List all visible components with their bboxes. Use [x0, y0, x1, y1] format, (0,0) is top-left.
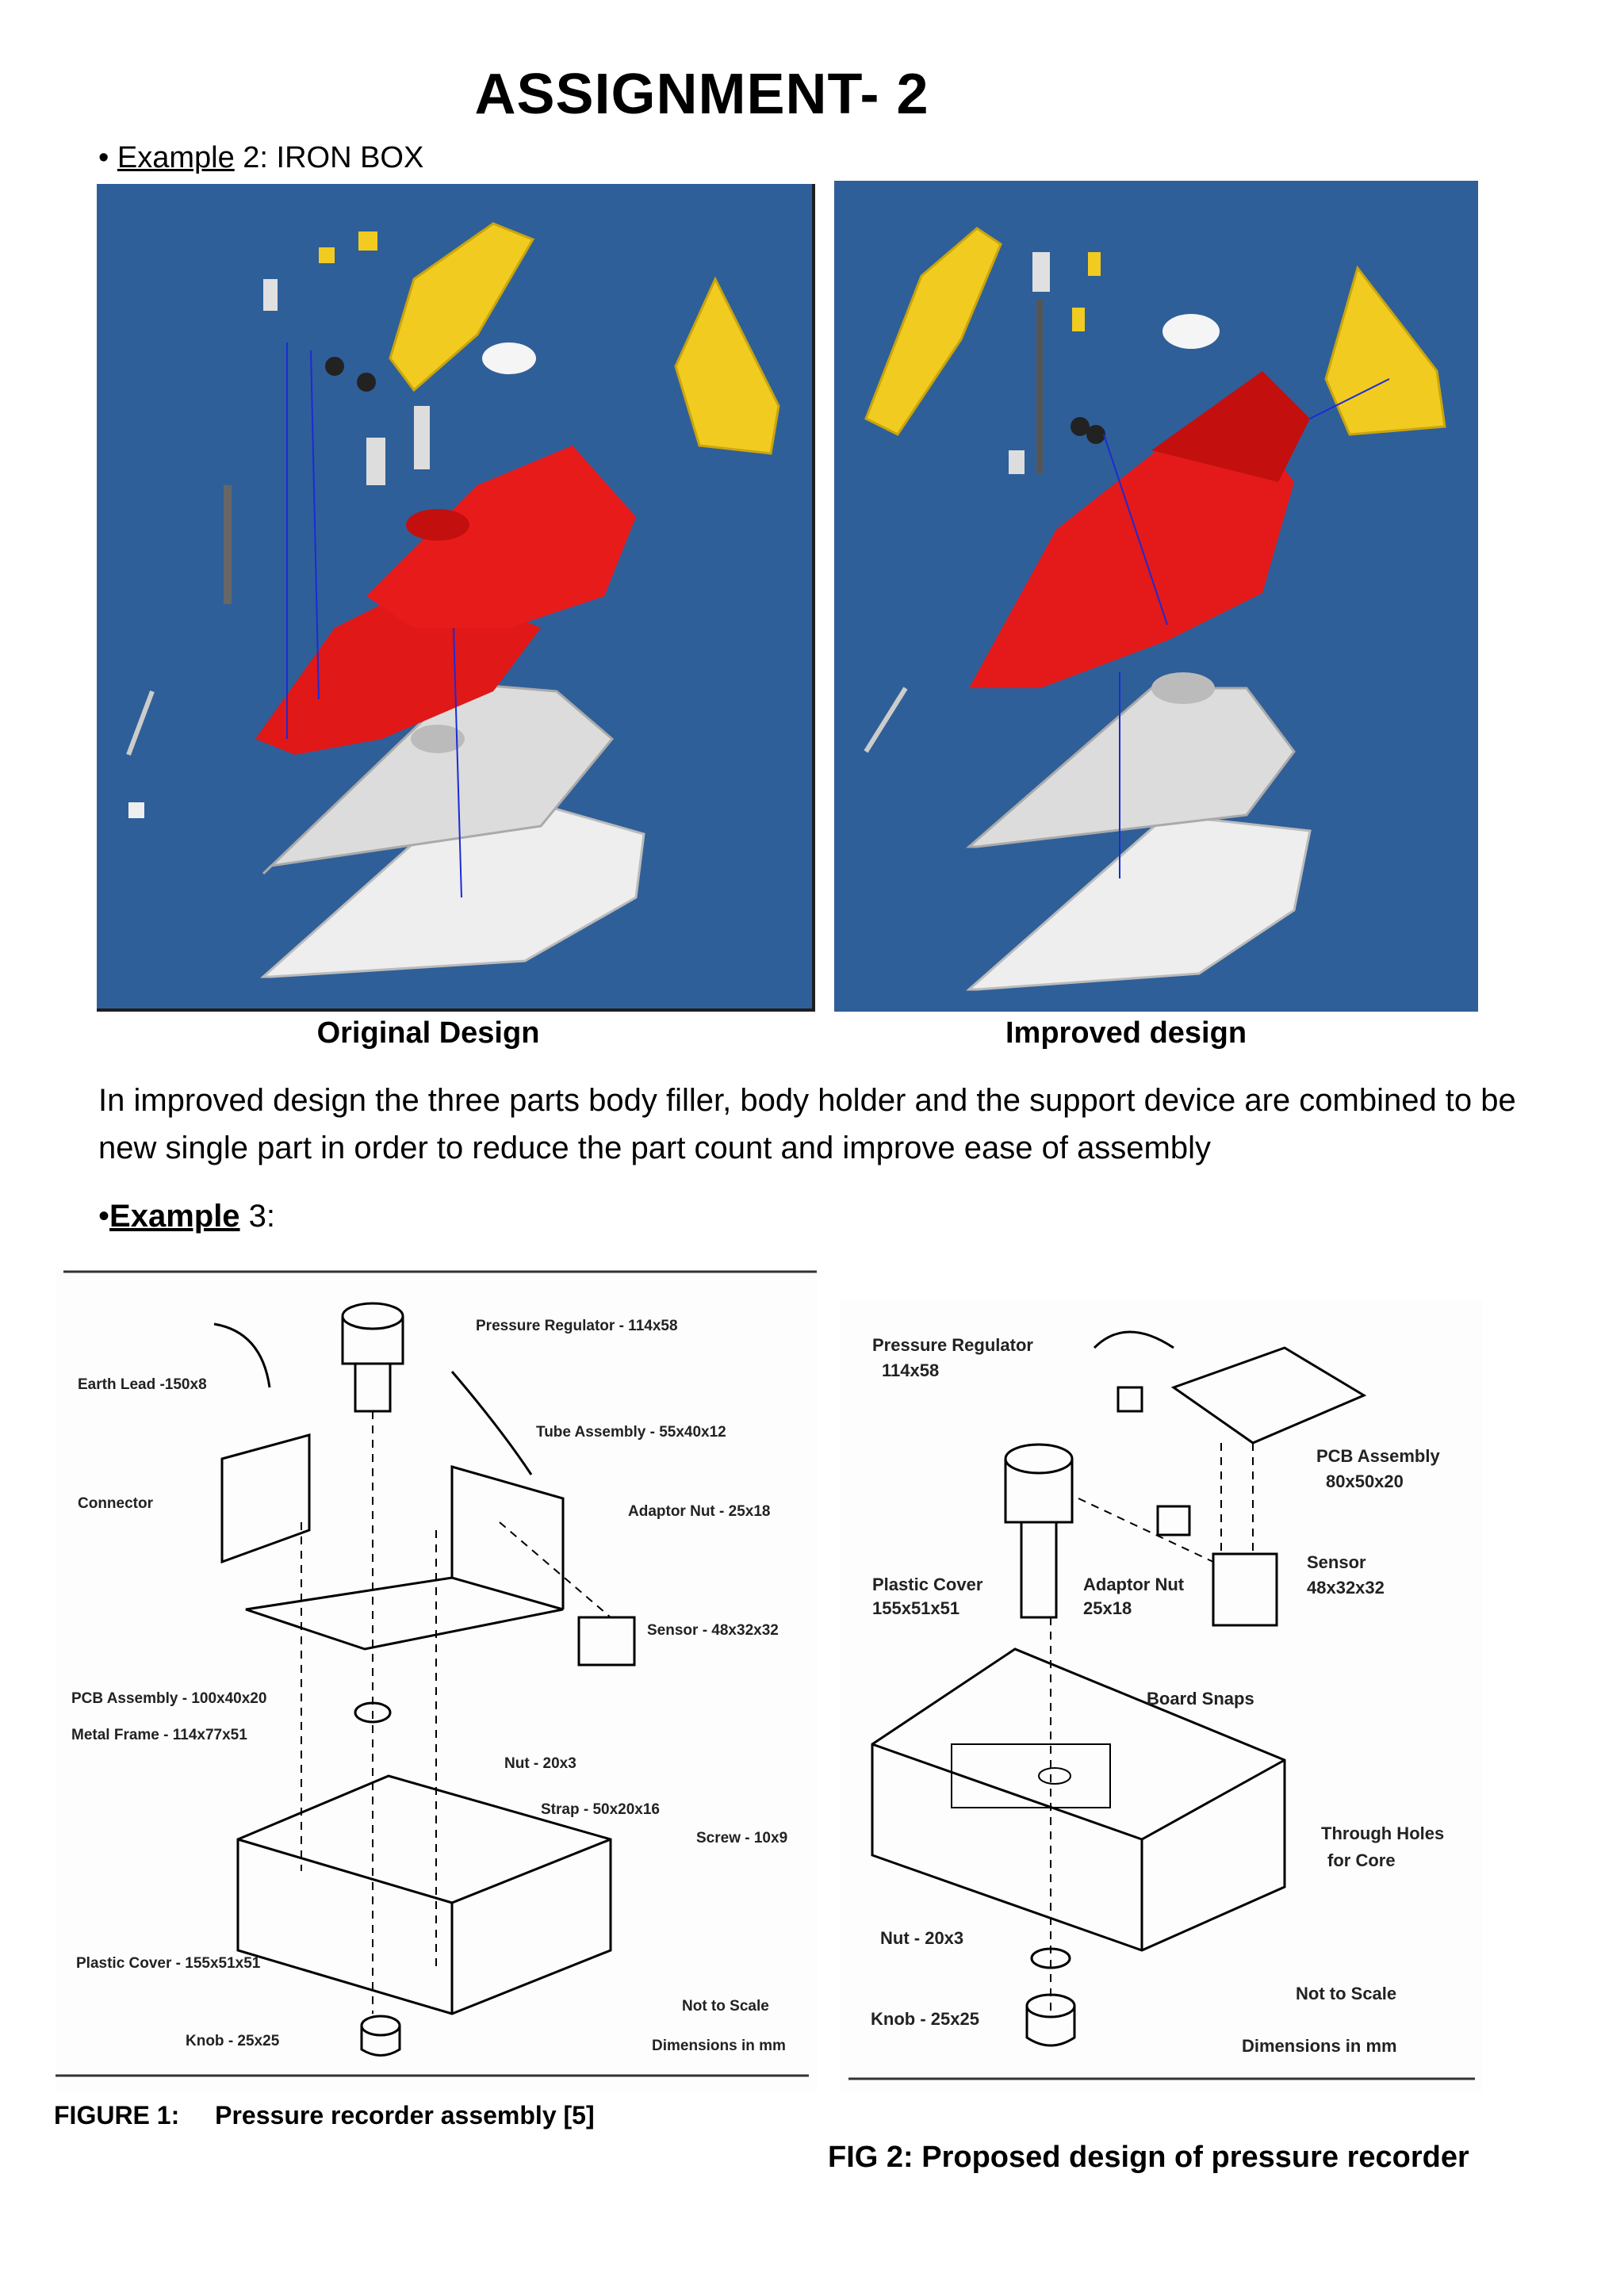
bullet: •: [98, 1199, 110, 1234]
label-plastic-cover-dim: 155x51x51: [872, 1598, 960, 1618]
example-link[interactable]: Example: [109, 1199, 240, 1234]
label-pressure-regulator: Pressure Regulator - 114x58: [476, 1318, 678, 1334]
original-design-image: [97, 184, 815, 1012]
label-sensor: Sensor - 48x32x32: [647, 1622, 779, 1639]
label-earth-lead: Earth Lead -150x8: [78, 1376, 207, 1393]
label-pcb-assembly: PCB Assembly: [1316, 1446, 1440, 1466]
label-through-holes: Through Holes: [1321, 1823, 1445, 1843]
label-pcb-assembly: PCB Assembly - 100x40x20: [71, 1690, 267, 1707]
label-dimensions: Dimensions in mm: [652, 2038, 786, 2054]
label-sensor: Sensor: [1307, 1552, 1366, 1572]
figure-1-diagram: Pressure Regulator - 114x58 Earth Lead -…: [56, 1269, 817, 2093]
label-connector: Connector: [78, 1495, 153, 1512]
improved-design-image: [834, 181, 1478, 1012]
figure-2-diagram: Pressure Regulator 114x58 PCB Assembly 8…: [841, 1300, 1483, 2093]
label-metal-frame: Metal Frame - 114x77x51: [71, 1727, 247, 1743]
label-not-to-scale: Not to Scale: [682, 1998, 769, 2015]
label-sensor-dim: 48x32x32: [1307, 1578, 1385, 1598]
caption-original: Original Design: [316, 1016, 540, 1050]
label-adaptor-nut: Adaptor Nut - 25x18: [628, 1503, 771, 1520]
label-nut: Nut - 20x3: [880, 1928, 964, 1948]
figure-2-caption: FIG 2: Proposed design of pressure recor…: [828, 2141, 1469, 2174]
label-knob: Knob - 25x25: [186, 2033, 280, 2049]
label-screw: Screw - 10x9: [696, 1830, 788, 1846]
caption-improved: Improved design: [1005, 1016, 1247, 1050]
example-3-rest: 3:: [239, 1199, 276, 1234]
page-title: ASSIGNMENT- 2: [474, 63, 929, 126]
label-pressure-regulator-dim: 114x58: [882, 1360, 940, 1380]
label-nut: Nut - 20x3: [504, 1755, 576, 1772]
bullet: •: [98, 141, 109, 174]
figure-1-caption: FIGURE 1: Pressure recorder assembly [5]: [54, 2101, 595, 2130]
label-tube-assembly: Tube Assembly - 55x40x12: [536, 1424, 726, 1441]
label-strap: Strap - 50x20x16: [541, 1801, 660, 1818]
example-3-heading: •Example 3:: [98, 1199, 275, 1234]
description-paragraph: In improved design the three parts body …: [98, 1083, 1516, 1165]
label-dimensions: Dimensions in mm: [1242, 2036, 1397, 2056]
label-adaptor-nut-dim: 25x18: [1083, 1598, 1132, 1618]
label-plastic-cover: Plastic Cover - 155x51x51: [76, 1955, 261, 1972]
figure-1-caption-text: Pressure recorder assembly [5]: [215, 2101, 595, 2130]
figure-1-caption-label: FIGURE 1:: [54, 2101, 180, 2130]
example-2-heading: • Example 2: IRON BOX: [98, 141, 423, 175]
label-pcb-assembly-dim: 80x50x20: [1326, 1471, 1404, 1491]
label-pressure-regulator: Pressure Regulator: [872, 1335, 1033, 1355]
example-2-rest: 2: IRON BOX: [234, 141, 424, 174]
label-not-to-scale: Not to Scale: [1296, 1984, 1397, 2003]
label-adaptor-nut: Adaptor Nut: [1083, 1575, 1185, 1594]
label-plastic-cover: Plastic Cover: [872, 1575, 983, 1594]
label-board-snaps: Board Snaps: [1147, 1689, 1254, 1709]
example-link[interactable]: Example: [117, 141, 235, 174]
label-through-holes-2: for Core: [1327, 1850, 1396, 1870]
label-knob: Knob - 25x25: [871, 2009, 979, 2029]
